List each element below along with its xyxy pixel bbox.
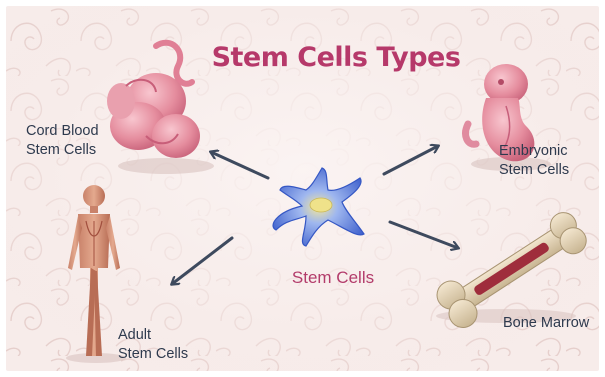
arrow-to-embryonic: [384, 146, 438, 174]
label-bone-marrow-line1: Bone Marrow: [503, 314, 589, 333]
arrow-to-adult: [172, 238, 232, 284]
label-cord-blood-line1: Cord Blood: [26, 122, 99, 141]
stem-cell-icon: [273, 168, 364, 246]
label-adult-line1: Adult: [118, 326, 188, 345]
label-adult: Adult Stem Cells: [118, 326, 188, 364]
fetus-icon: [107, 43, 214, 174]
arrow-to-cord-blood: [211, 152, 268, 178]
label-embryonic-line2: Stem Cells: [499, 161, 569, 180]
label-cord-blood: Cord Blood Stem Cells: [26, 122, 99, 160]
label-cord-blood-line2: Stem Cells: [26, 141, 99, 160]
label-embryonic-line1: Embryonic: [499, 142, 569, 161]
label-embryonic: Embryonic Stem Cells: [499, 142, 569, 180]
human-body-icon: [66, 185, 126, 363]
arrow-to-bone-marrow: [390, 222, 458, 248]
label-bone-marrow: Bone Marrow: [503, 314, 589, 333]
label-adult-line2: Stem Cells: [118, 345, 188, 364]
diagram-canvas: Stem Cells Types: [6, 6, 599, 371]
center-label-stem-cells: Stem Cells: [278, 268, 388, 288]
